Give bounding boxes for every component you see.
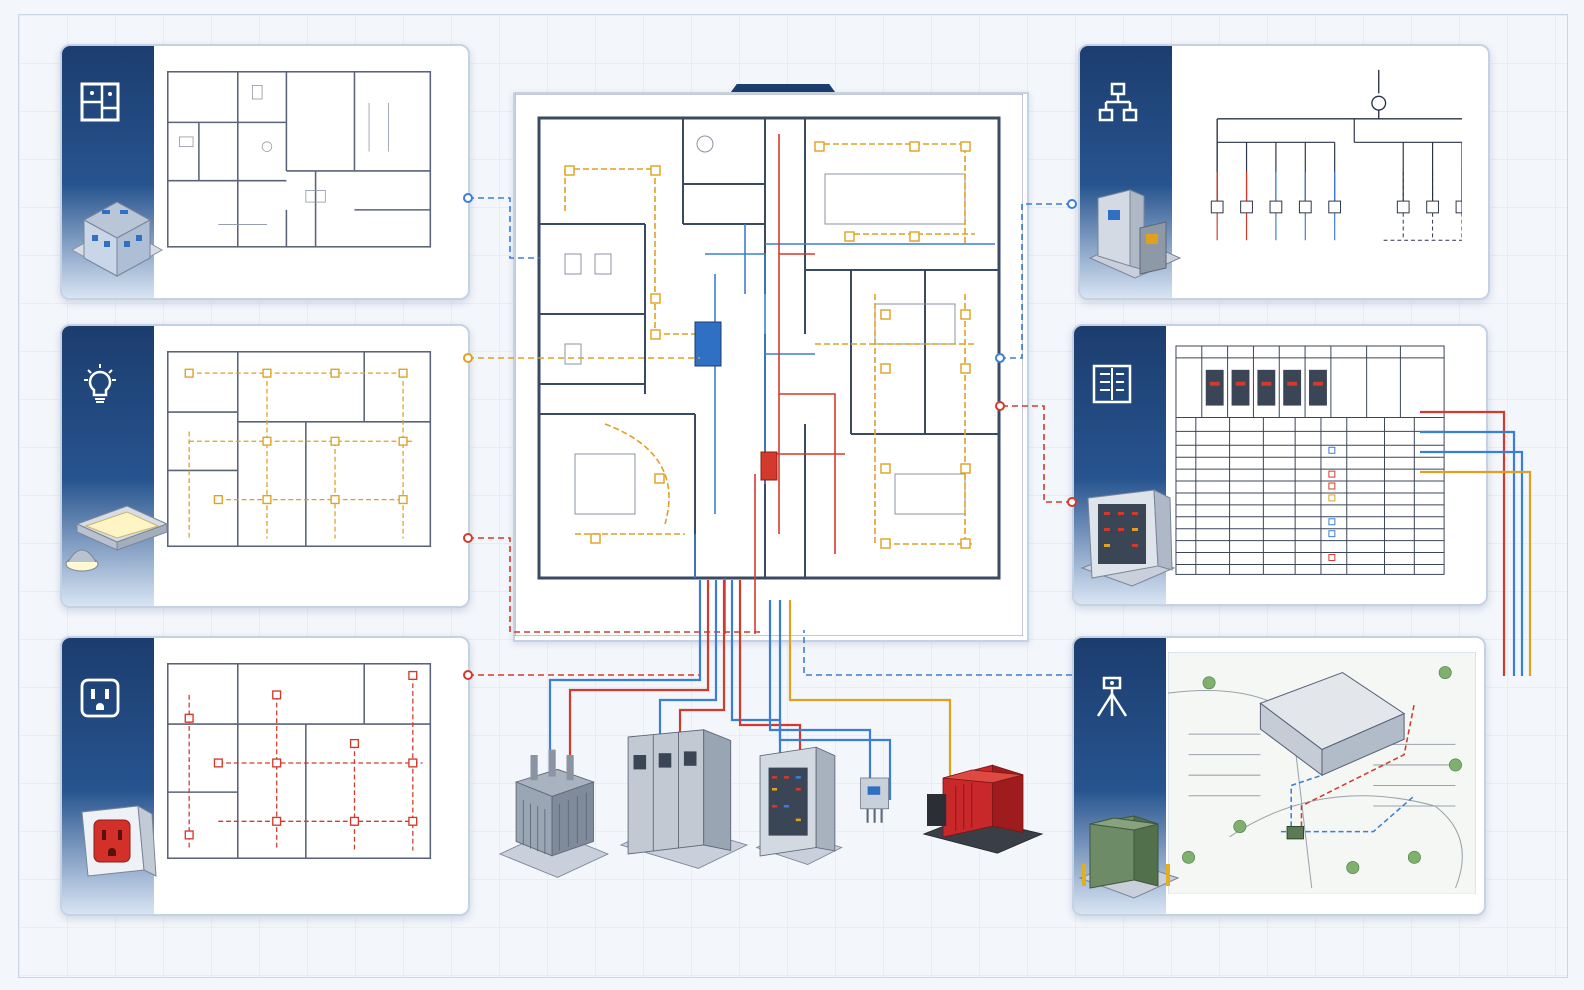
distribution-panel-icon	[1080, 489, 1176, 587]
architectural-floor-plan	[167, 71, 432, 248]
site-plan-panel[interactable]	[1072, 636, 1486, 916]
composite-floor-plan-drawing	[514, 93, 1024, 637]
lighting-floor-plan	[167, 351, 432, 548]
panel-schedule-panel[interactable]	[1072, 324, 1488, 606]
light-bulb-icon	[84, 364, 116, 403]
single-line-diagram	[1210, 69, 1462, 241]
switchboard-icon[interactable]	[608, 710, 758, 890]
schedule-icon	[1092, 364, 1132, 404]
outlet-icon	[80, 678, 120, 718]
transformer-icon[interactable]	[488, 710, 618, 890]
pad-transformer-icon	[1078, 815, 1180, 899]
architectural-plan-panel[interactable]	[60, 44, 470, 300]
switchgear-icon	[1088, 189, 1182, 279]
disconnect-switch-icon[interactable]	[846, 750, 906, 890]
power-plan-panel[interactable]	[60, 636, 470, 916]
single-line-diagram-panel[interactable]	[1078, 44, 1490, 300]
distribution-panel-icon[interactable]	[750, 720, 850, 890]
receptacle-icon	[81, 805, 157, 877]
composite-electrical-floor-plan[interactable]	[513, 92, 1029, 642]
site-plan-map	[1168, 652, 1476, 895]
main-panel-icon	[694, 321, 722, 367]
sub-panel-icon	[760, 451, 778, 481]
hierarchy-icon	[1098, 82, 1138, 122]
survey-tripod-icon	[1096, 676, 1128, 717]
floor-plan-icon	[80, 82, 120, 122]
lighting-plan-panel[interactable]	[60, 324, 470, 608]
power-floor-plan	[167, 663, 432, 860]
generator-icon[interactable]	[908, 730, 1058, 890]
equipment-row	[488, 690, 1068, 890]
panel-schedule-table	[1175, 345, 1445, 575]
light-fixture-icon	[65, 505, 169, 572]
building-icon	[70, 201, 164, 277]
